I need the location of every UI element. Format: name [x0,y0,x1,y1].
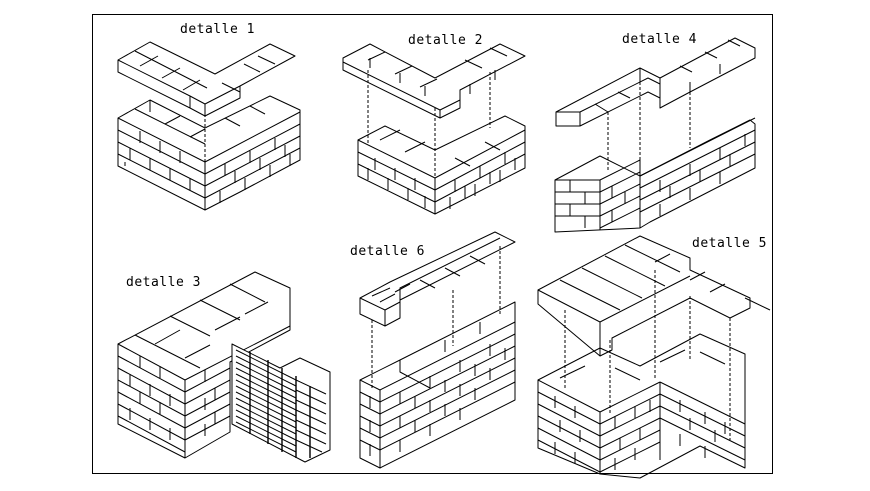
detalle-1-top-course [117,41,296,117]
detalle-2-wall [357,115,526,215]
detalle-4-top-course [555,37,756,127]
detalle-3-section [231,343,331,463]
detalle-4-wall [554,117,756,233]
detalle-4-guides [607,82,691,170]
detalle-2-drawing [342,43,526,215]
drawing-frame [92,14,773,474]
label-detalle-2: detalle 2 [408,33,483,48]
detalle-6-guides [371,246,501,388]
detalle-5-top-course [537,235,751,357]
detalle-5-guides [564,270,731,440]
detalle-6-wall [359,301,516,469]
label-detalle-3: detalle 3 [126,275,201,290]
detalle-5-drawing [537,235,771,479]
detalle-6-top-course [359,231,516,327]
detalle-1-wall [117,95,301,211]
label-detalle-4: detalle 4 [622,32,697,47]
detalle-2-top-course [342,43,526,119]
detalle-2-guides [367,70,491,178]
detalle-5-extension-line [744,297,771,311]
detalle-4-drawing [554,37,756,233]
detalle-6-drawing [359,231,516,469]
detalle-5-wall [537,333,746,479]
label-detalle-5: detalle 5 [692,236,767,251]
detalle-3-drawing [117,271,331,463]
detalle-1-drawing [117,41,301,211]
label-detalle-6: detalle 6 [350,244,425,259]
label-detalle-1: detalle 1 [180,22,255,37]
